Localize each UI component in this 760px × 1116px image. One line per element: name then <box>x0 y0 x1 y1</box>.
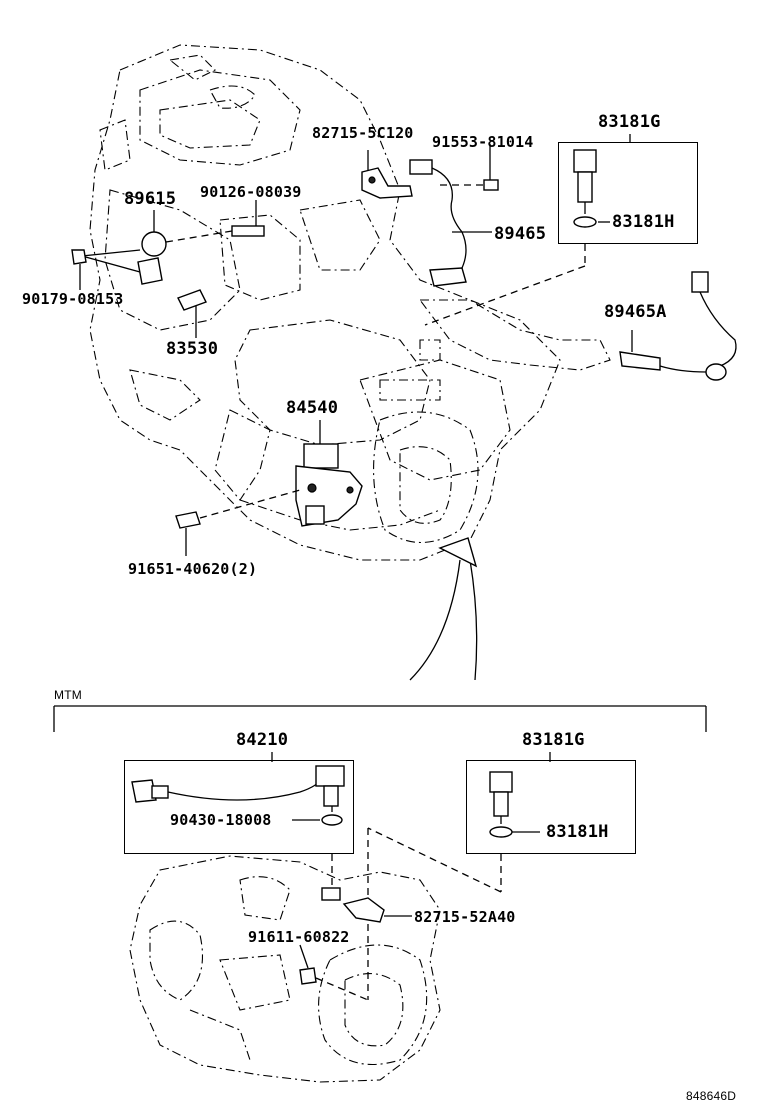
manual-transaxle-illustration <box>129 855 441 1083</box>
label-89465[interactable]: 89465 <box>494 224 547 244</box>
sensor-seat <box>321 887 341 901</box>
bolt-91651-40620 <box>175 489 301 556</box>
dash-83181g-bottom-2 <box>367 827 502 893</box>
bracket-82715-5c120 <box>361 150 413 199</box>
switch-83181g-bottom <box>489 752 551 838</box>
sensor-89465 <box>409 159 492 287</box>
label-89465a[interactable]: 89465A <box>604 302 667 322</box>
label-82715-52a40[interactable]: 82715-52A40 <box>414 908 516 926</box>
dash-83181g-top-2 <box>424 265 586 326</box>
label-91611-60822[interactable]: 91611-60822 <box>248 928 350 946</box>
sensor-89615 <box>81 210 167 285</box>
switch-84540 <box>295 420 363 527</box>
label-83181h-top[interactable]: 83181H <box>612 212 675 232</box>
nut-90179-08153 <box>71 249 87 290</box>
stud-90126-08039 <box>165 200 265 243</box>
switch-83181g-top <box>573 149 597 228</box>
engine-assembly-illustration <box>89 44 611 561</box>
label-89615[interactable]: 89615 <box>124 189 177 209</box>
bolt-91611-60822 <box>299 944 369 1001</box>
label-84210[interactable]: 84210 <box>236 730 289 750</box>
sensor-89465a <box>619 271 737 381</box>
label-83530[interactable]: 83530 <box>166 339 219 359</box>
label-84540[interactable]: 84540 <box>286 398 339 418</box>
section-label-mtm: MTM <box>54 688 82 702</box>
label-83181g-top[interactable]: 83181G <box>598 112 661 132</box>
label-83181g-bottom[interactable]: 83181G <box>522 730 585 750</box>
bolt-91553-81014 <box>440 150 499 191</box>
figure-code: 848646D <box>686 1089 737 1103</box>
sensor-84210 <box>131 752 345 826</box>
label-83181h-bottom[interactable]: 83181H <box>546 822 609 842</box>
sender-83530 <box>177 289 207 338</box>
label-90126-08039[interactable]: 90126-08039 <box>200 183 302 201</box>
label-91651-40620[interactable]: 91651-40620(2) <box>128 560 258 578</box>
group-box-84210 <box>124 760 354 854</box>
bracket-82715-52a40 <box>342 897 412 923</box>
label-82715-5c120[interactable]: 82715-5C120 <box>312 124 414 142</box>
mtm-bracket <box>53 705 707 732</box>
group-box-83181g-top <box>558 142 698 244</box>
label-91553-81014[interactable]: 91553-81014 <box>432 133 534 151</box>
label-90179-08153[interactable]: 90179-08153 <box>22 290 124 308</box>
group-box-83181g-bottom <box>466 760 636 854</box>
view-direction-arrow <box>409 537 478 681</box>
label-90430-18008[interactable]: 90430-18008 <box>170 811 272 829</box>
